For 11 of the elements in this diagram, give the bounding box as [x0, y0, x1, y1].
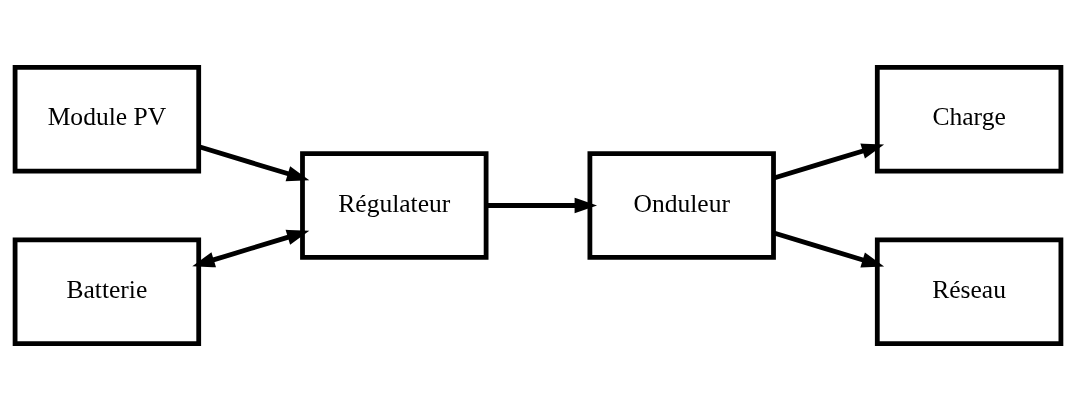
node-box: Réseau	[874, 236, 1064, 346]
arrow	[773, 143, 885, 180]
node-box: Régulateur	[300, 150, 489, 260]
node-box: Batterie	[12, 236, 202, 346]
arrow	[773, 230, 885, 267]
arrow	[198, 144, 310, 181]
arrow	[486, 197, 597, 213]
node-box: Onduleur	[587, 150, 776, 260]
node-box: Module PV	[12, 64, 202, 174]
arrow	[192, 229, 310, 267]
node-box: Charge	[874, 64, 1064, 174]
